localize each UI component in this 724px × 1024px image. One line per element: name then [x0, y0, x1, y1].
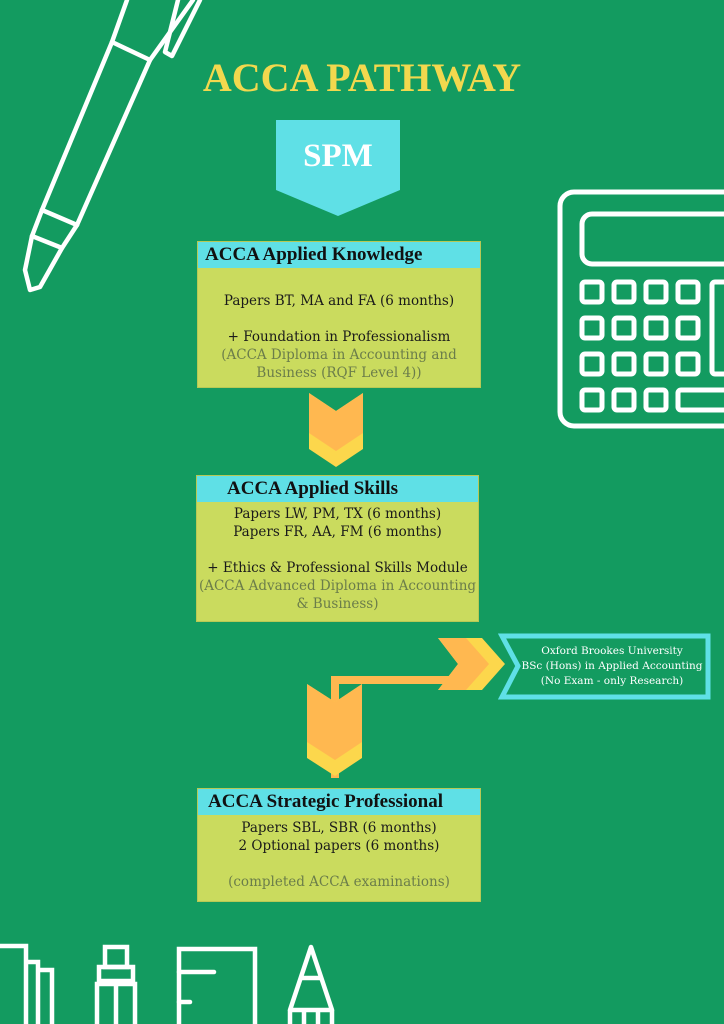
stage-line-spacer [198, 855, 480, 873]
branch-line: (No Exam - only Research) [540, 675, 684, 687]
stage-qualification: Business (RQF Level 4)) [256, 365, 422, 381]
branch-connector-arrow [300, 638, 515, 778]
stage-line-spacer [197, 541, 478, 559]
stage-line: Papers FR, AA, FM (6 months) [233, 524, 442, 540]
stage-line: + Ethics & Professional Skills Module [207, 560, 468, 576]
stage-line: Papers SBL, SBR (6 months) [241, 820, 437, 836]
stage-line-spacer [198, 310, 480, 328]
stage-applied-skills: ACCA Applied Skills Papers LW, PM, TX (6… [196, 475, 479, 622]
branch-line: BSc (Hons) in Applied Accounting [521, 660, 703, 672]
calculator-icon [556, 188, 724, 432]
stage-qualification: & Business) [296, 596, 379, 612]
oxford-brookes-branch [498, 633, 712, 701]
stage-qualification: (ACCA Diploma in Accounting and [221, 347, 457, 363]
books-icon [0, 940, 60, 1024]
spm-label: SPM [303, 138, 373, 174]
stage-strategic-professional: ACCA Strategic Professional Papers SBL, … [197, 788, 481, 902]
branch-line: Oxford Brookes University [541, 645, 683, 657]
stage-heading: ACCA Applied Knowledge [198, 242, 480, 268]
notebook-icon [176, 946, 258, 1024]
stage-line: + Foundation in Professionalism [227, 329, 451, 345]
stage-line: Papers BT, MA and FA (6 months) [223, 293, 455, 309]
stage-heading: ACCA Applied Skills [197, 476, 478, 502]
pencil-icon [284, 944, 340, 1024]
stage-line: Papers LW, PM, TX (6 months) [233, 506, 442, 522]
marker-icon [94, 944, 140, 1024]
stage-qualification: (completed ACCA examinations) [228, 874, 450, 890]
pen-icon [0, 0, 210, 300]
spm-start-tag [276, 120, 400, 216]
stage-qualification: (ACCA Advanced Diploma in Accounting [198, 578, 477, 594]
oxford-brookes-text: Oxford Brookes University BSc (Hons) in … [512, 644, 712, 689]
stage-heading: ACCA Strategic Professional [198, 789, 480, 815]
down-chevron-arrow [309, 393, 363, 467]
stage-applied-knowledge: ACCA Applied Knowledge Papers BT, MA and… [197, 241, 481, 388]
stage-line: 2 Optional papers (6 months) [238, 838, 440, 854]
page-title: ACCA PATHWAY [202, 55, 522, 100]
